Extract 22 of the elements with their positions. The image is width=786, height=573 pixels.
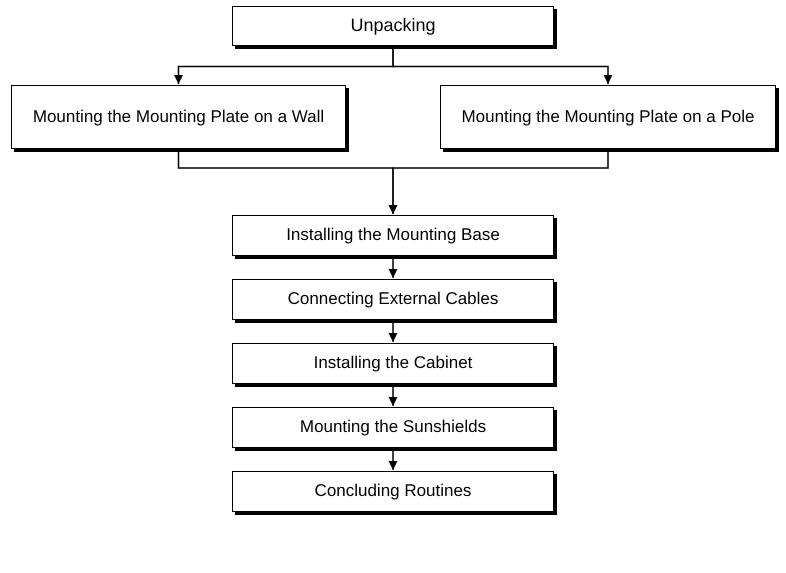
process-box: [232, 407, 554, 448]
process-box: [11, 85, 346, 149]
step-label: Concluding Routines: [314, 481, 472, 502]
process-box: [232, 215, 554, 256]
step-label: Mounting the Mounting Plate on a Pole: [462, 106, 754, 128]
arrow: [388, 387, 398, 406]
step-label: Installing the Mounting Base: [286, 225, 500, 246]
arrow: [388, 152, 609, 214]
step-label: Installing the Cabinet: [314, 353, 472, 374]
process-box: [232, 6, 554, 46]
arrow: [392, 49, 612, 84]
arrow: [388, 451, 398, 470]
process-box: [232, 279, 554, 320]
process-box: [440, 85, 776, 149]
process-box: [232, 343, 554, 384]
arrow: [388, 323, 398, 342]
arrow: [388, 259, 398, 278]
step-label: Mounting the Mounting Plate on a Wall: [32, 106, 324, 128]
step-label: Unpacking: [350, 15, 436, 37]
step-label: Connecting External Cables: [288, 289, 498, 310]
step-label: Mounting the Sunshields: [300, 417, 486, 438]
process-box: [232, 471, 554, 512]
